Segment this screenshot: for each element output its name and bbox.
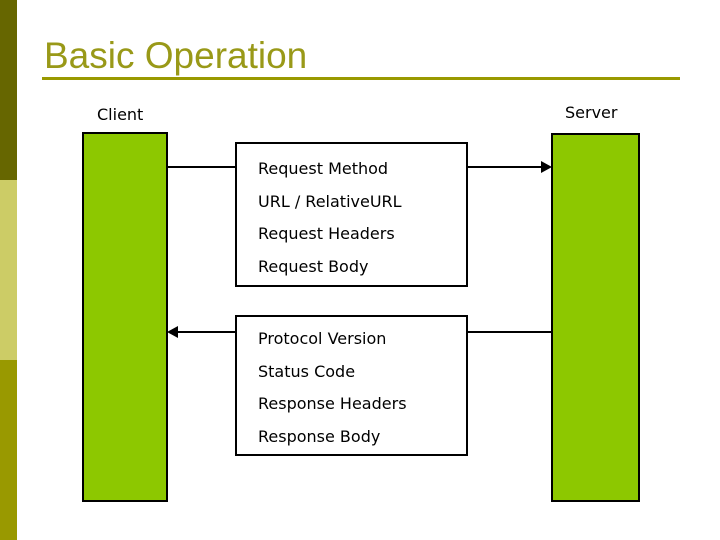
request-arrowhead-icon bbox=[541, 161, 552, 173]
response-connector-client-segment bbox=[177, 331, 235, 333]
response-connector-server-segment bbox=[468, 331, 551, 333]
client-label: Client bbox=[97, 105, 144, 124]
server-label: Server bbox=[565, 103, 618, 122]
client-lifeline-rect bbox=[82, 132, 168, 502]
request-line-url: URL / RelativeURL bbox=[258, 191, 402, 211]
response-line-status: Status Code bbox=[258, 361, 356, 381]
request-connector-server-segment bbox=[468, 166, 543, 168]
title-underline bbox=[42, 77, 680, 80]
request-line-body: Request Body bbox=[258, 256, 369, 276]
server-lifeline-rect bbox=[551, 133, 640, 502]
request-message-box: Request Method URL / RelativeURL Request… bbox=[235, 142, 468, 287]
response-line-body: Response Body bbox=[258, 426, 381, 446]
sidebar-accent-bottom bbox=[0, 360, 17, 540]
response-line-protocol: Protocol Version bbox=[258, 329, 387, 348]
request-connector-client-segment bbox=[168, 166, 235, 168]
sidebar-accent-top bbox=[0, 0, 17, 180]
slide-title: Basic Operation bbox=[44, 35, 308, 76]
request-line-headers: Request Headers bbox=[258, 224, 395, 243]
response-message-box: Protocol Version Status Code Response He… bbox=[235, 315, 468, 456]
response-line-headers: Response Headers bbox=[258, 394, 407, 413]
response-arrowhead-icon bbox=[167, 326, 178, 338]
request-line-method: Request Method bbox=[258, 159, 389, 178]
sidebar-accent-middle bbox=[0, 180, 17, 360]
